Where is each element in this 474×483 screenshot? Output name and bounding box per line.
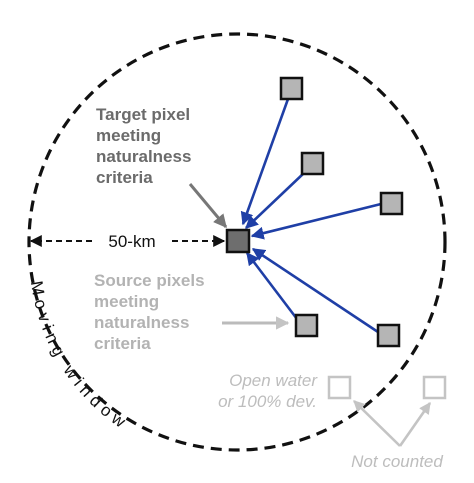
flow-arrow xyxy=(245,251,299,320)
open-water-label-line: Open water xyxy=(229,371,318,390)
excluded-pixel xyxy=(327,375,352,400)
flow-arrow xyxy=(250,202,382,240)
flow-arrow xyxy=(245,172,305,229)
flow-arrow xyxy=(240,98,290,226)
source-pixels xyxy=(279,76,404,348)
source-pixel xyxy=(279,76,304,101)
target-label-line: naturalness xyxy=(96,147,191,166)
source-pixel xyxy=(294,313,319,338)
moving-window-circle xyxy=(27,32,447,452)
source-pixel xyxy=(300,151,325,176)
target-pixel xyxy=(225,228,251,254)
excluded-pixels xyxy=(327,375,447,400)
source-label: Source pixels meeting naturalness criter… xyxy=(94,271,205,353)
source-label-line: Source pixels xyxy=(94,271,205,290)
not-counted-label: Not counted xyxy=(351,452,443,471)
not-counted-arrow xyxy=(353,400,401,447)
flow-arrow xyxy=(251,247,379,334)
open-water-label-line: or 100% dev. xyxy=(218,392,317,411)
target-label-line: Target pixel xyxy=(96,105,190,124)
source-label-line: naturalness xyxy=(94,313,189,332)
target-label: Target pixel meeting naturalness criteri… xyxy=(96,105,191,187)
not-counted-arrow xyxy=(398,402,432,447)
source-pixel xyxy=(379,191,404,216)
source-label-line: meeting xyxy=(94,292,159,311)
source-pixel xyxy=(376,323,401,348)
distance-label: 50-km xyxy=(108,232,155,251)
source-label-line: criteria xyxy=(94,334,151,353)
target-pointer-arrow xyxy=(188,183,228,229)
target-label-line: meeting xyxy=(96,126,161,145)
open-water-label: Open water or 100% dev. xyxy=(218,371,318,411)
excluded-pixel xyxy=(422,375,447,400)
not-counted-pointers xyxy=(353,400,432,447)
flow-arrows xyxy=(240,98,382,334)
target-label-line: criteria xyxy=(96,168,153,187)
